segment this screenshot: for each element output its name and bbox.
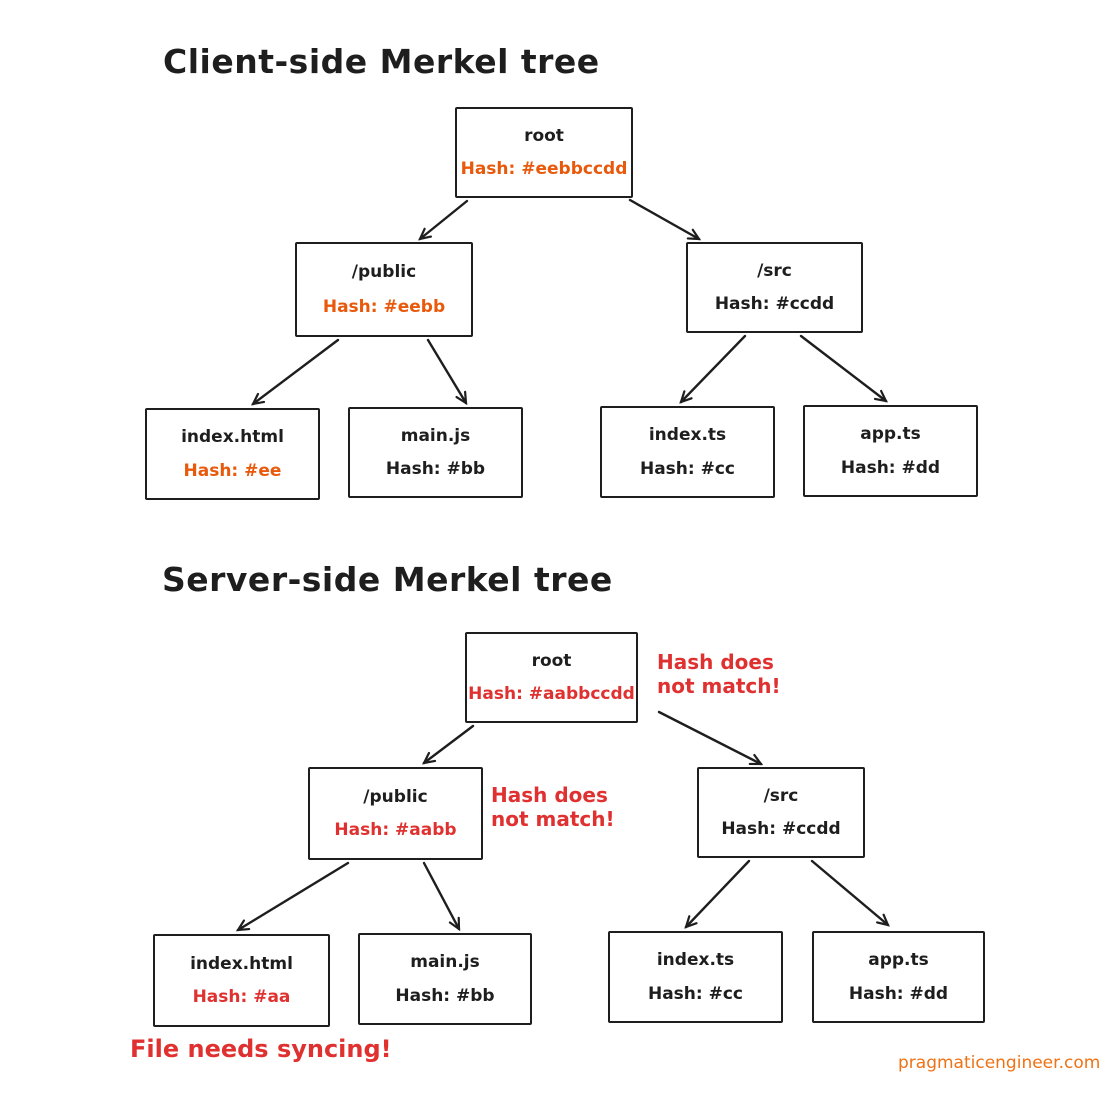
edge-server-src-indexts [684,859,751,929]
edge-server-public-indexhtml [235,861,350,932]
node-server-index-ts: index.ts Hash: #cc [608,931,783,1023]
node-server-src: /src Hash: #ccdd [697,767,865,858]
node-label: /public [363,786,428,807]
node-hash: Hash: #cc [647,983,744,1004]
node-client-root: root Hash: #eebbccdd [455,107,633,198]
node-hash: Hash: #aabbccdd [468,684,635,704]
edge-client-public-indexhtml [251,338,340,406]
annotation-line: Hash does [491,783,608,807]
node-hash: Hash: #cc [639,458,736,479]
node-hash: Hash: #eebb [322,296,446,317]
edge-client-src-appts [799,334,888,403]
annotation-line: Hash does [657,650,774,674]
node-client-src: /src Hash: #ccdd [686,242,863,333]
edge-server-root-src [657,710,764,766]
node-hash: Hash: #ccdd [721,819,841,839]
node-server-main-js: main.js Hash: #bb [358,933,532,1025]
edge-client-public-mainjs [426,338,468,406]
node-hash: Hash: #dd [848,983,949,1004]
node-client-app-ts: app.ts Hash: #dd [803,405,978,497]
node-label: main.js [400,426,471,446]
annotation-line: not match! [491,807,615,831]
node-label: root [524,126,564,146]
edge-client-src-indexts [679,334,747,404]
node-hash: Hash: #bb [385,459,486,479]
annotation-root-hash-mismatch: Hash does not match! [657,650,781,698]
watermark-pragmaticengineer: pragmaticengineer.com [898,1053,1100,1073]
node-hash: Hash: #aa [192,987,291,1008]
node-label: /src [763,786,799,806]
node-label: index.html [181,427,284,448]
node-hash: Hash: #ee [183,460,282,481]
node-server-root: root Hash: #aabbccdd [465,632,638,723]
server-tree-title: Server-side Merkel tree [162,560,613,599]
node-label: /src [757,261,792,281]
node-label: index.ts [656,950,735,971]
node-label: root [531,651,572,671]
node-hash: Hash: #dd [840,457,941,478]
node-client-index-html: index.html Hash: #ee [145,408,320,500]
node-label: app.ts [868,950,929,971]
edge-client-root-public [418,199,469,241]
node-server-index-html: index.html Hash: #aa [153,934,330,1027]
node-label: main.js [410,952,480,973]
node-server-app-ts: app.ts Hash: #dd [812,931,985,1023]
annotation-public-hash-mismatch: Hash does not match! [491,783,615,831]
node-label: index.html [190,953,293,974]
node-client-public: /public Hash: #eebb [295,242,473,337]
node-hash: Hash: #bb [395,985,495,1006]
annotation-file-needs-syncing: File needs syncing! [130,1035,392,1063]
node-client-index-ts: index.ts Hash: #cc [600,406,775,498]
node-label: index.ts [648,425,727,446]
client-tree-title: Client-side Merkel tree [163,42,600,81]
node-hash: Hash: #ccdd [714,294,835,314]
edge-server-src-appts [810,859,890,927]
edge-client-root-src [628,198,702,241]
edge-server-public-mainjs [422,861,461,932]
node-hash: Hash: #aabb [334,820,457,841]
edge-server-root-public [422,724,475,765]
node-label: app.ts [860,424,921,445]
node-label: /public [351,262,417,283]
node-client-main-js: main.js Hash: #bb [348,407,523,498]
node-server-public: /public Hash: #aabb [308,767,483,860]
node-hash: Hash: #eebbccdd [460,159,628,179]
annotation-line: not match! [657,674,781,698]
